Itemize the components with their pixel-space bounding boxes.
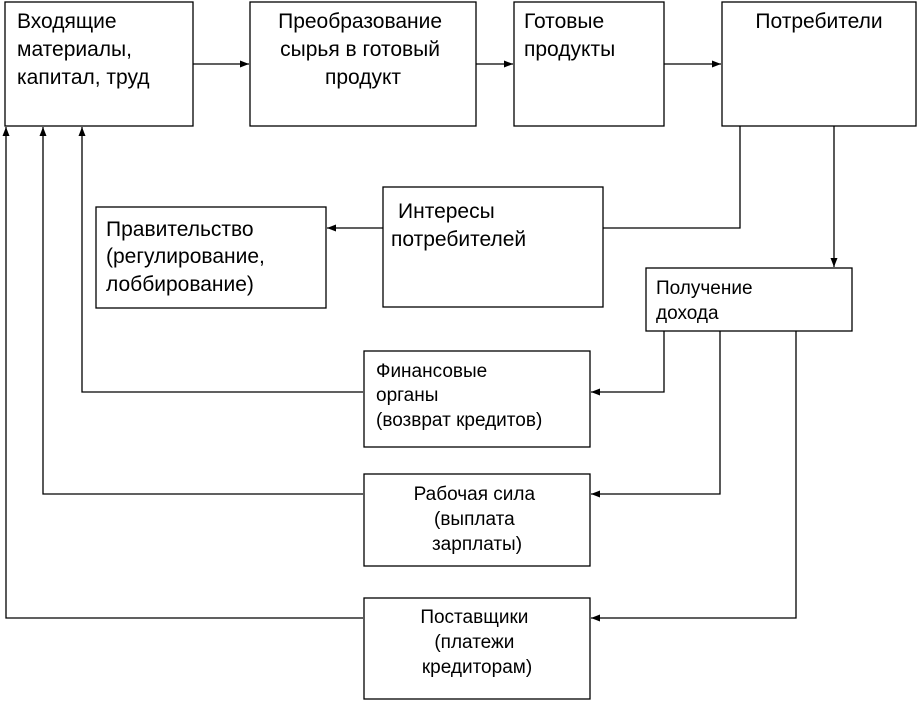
box-transform: Преобразование сырья в готовый продукт [249, 1, 477, 127]
box-products-line: Готовые [524, 10, 604, 33]
box-labor-line: зарплаты) [432, 534, 522, 555]
box-labor: Рабочая сила (выплата зарплаты) [363, 473, 591, 567]
box-transform-line: сырья в готовый [280, 38, 440, 61]
box-consumers-line: Потребители [755, 10, 882, 33]
edge-finance-to-inputs [78, 127, 363, 393]
edge-income-to-suppliers [591, 331, 797, 622]
edge-labor-to-inputs [39, 127, 363, 495]
edge-suppliers-to-inputs [2, 127, 363, 619]
box-consumers-label: Потребители [755, 10, 882, 33]
box-finance-line: Финансовые [376, 361, 487, 382]
box-interests-line: Интересы [398, 200, 495, 223]
box-products-line: продукты [524, 38, 615, 61]
box-interests: Интересы потребителей [382, 186, 604, 308]
box-interests-label: Интересы потребителей [391, 200, 526, 251]
box-income-line: Получение [656, 278, 753, 299]
box-products: Готовые продукты [513, 1, 665, 127]
box-suppliers-line: кредиторам) [422, 657, 532, 678]
box-inputs-line: капитал, труд [17, 66, 150, 89]
box-government-line: лоббирование) [106, 273, 254, 296]
box-inputs-line: материалы, [17, 38, 132, 61]
edge-income-to-labor [591, 331, 721, 498]
box-government-label: Правительство (регулирование, лоббирован… [106, 218, 271, 296]
box-transform-label: Преобразование сырья в готовый продукт [278, 10, 448, 89]
box-transform-line: Преобразование [278, 10, 442, 33]
box-government-line: Правительство [106, 218, 254, 241]
box-government-line: (регулирование, [106, 245, 265, 268]
box-interests-line: потребителей [391, 228, 526, 251]
edges [2, 60, 838, 622]
box-products-label: Готовые продукты [524, 10, 615, 61]
box-income-label: Получение дохода [656, 278, 758, 324]
edge-income-to-finance [591, 331, 665, 396]
box-finance-line: органы [376, 385, 438, 406]
box-inputs-label: Входящие материалы, капитал, труд [17, 10, 150, 89]
box-suppliers-line: Поставщики [420, 607, 528, 628]
box-transform-line: продукт [325, 66, 401, 89]
edge-consumers-to-interests [603, 126, 741, 229]
box-income: Получение дохода [645, 267, 853, 332]
box-inputs-line: Входящие [17, 10, 117, 33]
box-suppliers: Поставщики (платежи кредиторам) [363, 597, 591, 700]
box-suppliers-line: (платежи [434, 632, 514, 653]
box-finance-label: Финансовые органы (возврат кредитов) [376, 361, 542, 431]
box-inputs: Входящие материалы, капитал, труд [4, 1, 194, 127]
box-labor-line: Рабочая сила [414, 484, 536, 505]
box-labor-line: (выплата [434, 509, 515, 530]
box-government: Правительство (регулирование, лоббирован… [95, 206, 327, 309]
box-finance-line: (возврат кредитов) [376, 410, 542, 431]
box-consumers: Потребители [721, 1, 917, 127]
box-suppliers-label: Поставщики (платежи кредиторам) [420, 607, 533, 678]
box-income-line: дохода [656, 303, 719, 324]
box-labor-label: Рабочая сила (выплата зарплаты) [414, 484, 541, 555]
box-finance: Финансовые органы (возврат кредитов) [363, 350, 591, 448]
